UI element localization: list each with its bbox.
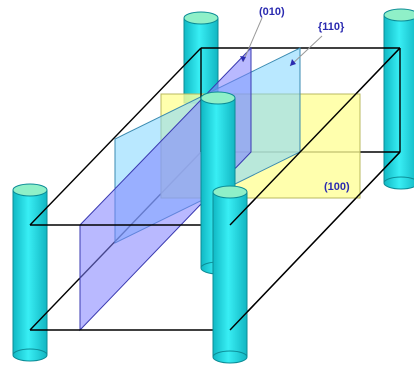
pointer-010	[242, 17, 263, 63]
label-plane-010: (010)	[259, 6, 285, 18]
arrowhead-010	[240, 56, 246, 62]
cube-edges-over	[229, 47, 401, 331]
pointer-110	[289, 35, 323, 67]
label-plane-110: {110}	[318, 21, 345, 33]
cylinder-left-middle	[12, 183, 48, 362]
label-plane-100: (100)	[324, 181, 350, 193]
cylinder-back-right	[383, 8, 414, 190]
cylinder-front	[212, 185, 248, 364]
arrowhead-110	[290, 59, 296, 66]
